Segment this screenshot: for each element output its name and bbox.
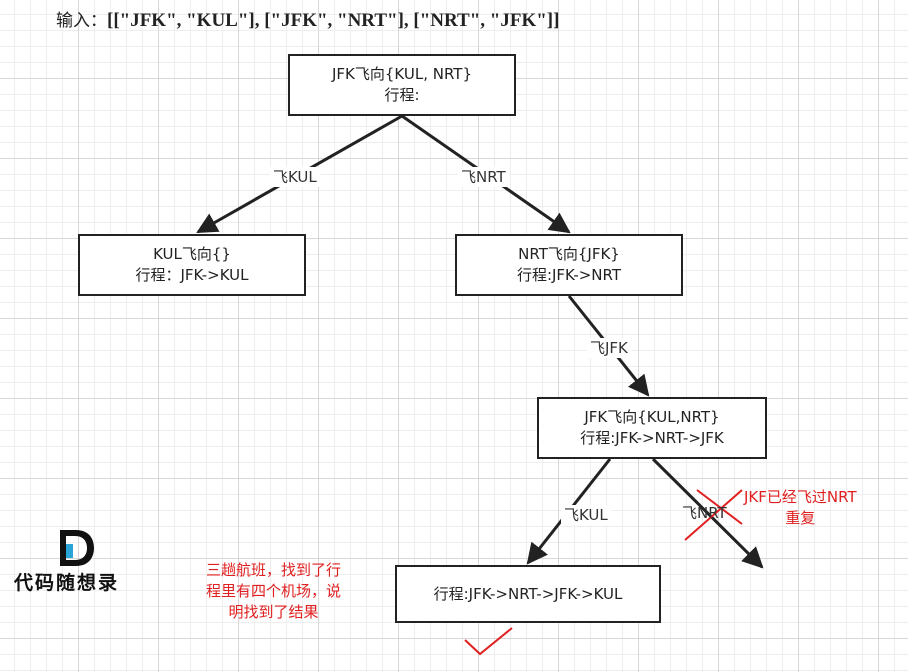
edge-label-root-to-nrt: 飞NRT bbox=[458, 167, 509, 187]
rejected-cross-mark bbox=[684, 489, 743, 541]
edge-label-jfk-to-nrt: 飞NRT bbox=[682, 504, 727, 522]
node-kul-line2: 行程：JFK->KUL bbox=[135, 266, 249, 284]
node-root-line2: 行程: bbox=[384, 86, 420, 104]
node-jfk-line2: 行程:JFK->NRT->JFK bbox=[580, 429, 724, 447]
note-found: 三趟航班，找到了行 程里有四个机场，说 明找到了结果 bbox=[206, 560, 341, 623]
logo-text: 代码随想录 bbox=[14, 572, 120, 594]
note-duplicate-line1: JKF已经飞过NRT bbox=[744, 488, 857, 506]
edge-jfk-to-nrt bbox=[651, 457, 764, 569]
note-found-line2: 程里有四个机场，说 bbox=[206, 582, 342, 600]
note-found-line1: 三趟航班，找到了行 bbox=[206, 561, 342, 579]
node-nrt-line2: 行程:JFK->NRT bbox=[516, 266, 622, 284]
note-duplicate: JKF已经飞过NRT 重复 bbox=[744, 487, 857, 529]
node-kul: KUL飞向{} 行程：JFK->KUL bbox=[78, 234, 306, 296]
input-value: [["JFK", "KUL"], ["JFK", "NRT"], ["NRT",… bbox=[107, 10, 560, 31]
input-title: 输入：[["JFK", "KUL"], ["JFK", "NRT"], ["NR… bbox=[56, 6, 559, 32]
edge-label-root-to-kul: 飞KUL bbox=[270, 167, 320, 187]
node-jfk: JFK飞向{KUL,NRT} 行程:JFK->NRT->JFK bbox=[537, 397, 767, 459]
note-duplicate-line2: 重复 bbox=[785, 509, 816, 527]
node-kul-line1: KUL飞向{} bbox=[153, 245, 231, 263]
note-found-line3: 明找到了结果 bbox=[228, 603, 319, 621]
logo-d-shape bbox=[60, 530, 94, 566]
logo-mark bbox=[60, 530, 94, 566]
node-root-line1: JFK飞向{KUL, NRT} bbox=[332, 65, 472, 83]
success-check-mark bbox=[464, 627, 513, 656]
node-final: 行程:JFK->NRT->JFK->KUL bbox=[395, 565, 661, 623]
node-nrt: NRT飞向{JFK} 行程:JFK->NRT bbox=[455, 234, 683, 296]
node-jfk-line1: JFK飞向{KUL,NRT} bbox=[584, 408, 720, 426]
node-nrt-line1: NRT飞向{JFK} bbox=[518, 245, 620, 263]
edge-label-jfk-to-kul: 飞KUL bbox=[561, 505, 611, 525]
node-final-line1: 行程:JFK->NRT->JFK->KUL bbox=[433, 584, 623, 603]
logo-blue-bar bbox=[66, 544, 73, 558]
input-label: 输入： bbox=[56, 11, 107, 31]
edge-label-nrt-to-jfk: 飞JFK bbox=[587, 338, 631, 358]
node-root: JFK飞向{KUL, NRT} 行程: bbox=[288, 54, 516, 116]
